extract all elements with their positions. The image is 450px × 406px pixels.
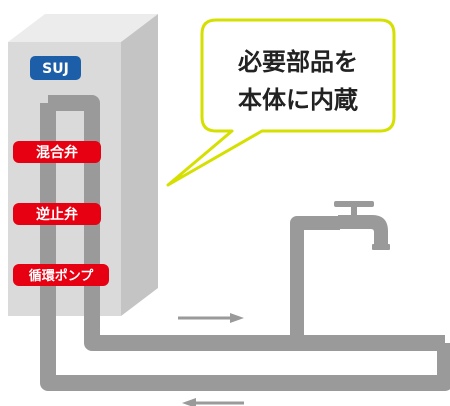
faucet-handle	[334, 201, 374, 207]
faucet-body	[338, 215, 388, 244]
suj-badge: SUJ	[30, 56, 81, 80]
callout-bubble-shape	[166, 18, 396, 187]
component-label-text: 逆止弁	[36, 206, 78, 223]
component-label-circulation-pump: 循環ポンプ	[13, 264, 109, 286]
faucet-icon	[334, 201, 390, 250]
callout-bubble: 必要部品を 本体に内蔵	[166, 18, 396, 187]
pipe-riser-to-faucet	[290, 216, 340, 343]
component-label-text: 混合弁	[36, 144, 78, 161]
pipe-outer-loop	[40, 103, 450, 391]
component-label-check-valve: 逆止弁	[13, 203, 101, 225]
callout-line-2: 本体に内蔵	[238, 86, 358, 114]
callout-line-1: 必要部品を	[238, 48, 358, 76]
faucet-spout-tip	[372, 244, 390, 250]
component-label-mixing-valve: 混合弁	[13, 141, 101, 163]
unit-box-side	[121, 14, 158, 316]
suj-badge-label: SUJ	[42, 61, 69, 77]
flow-arrow-left	[182, 398, 244, 406]
flow-arrow-right	[178, 313, 244, 323]
unit-box-top	[8, 14, 158, 42]
component-label-text: 循環ポンプ	[29, 268, 95, 284]
faucet-handle-stem	[351, 205, 357, 217]
